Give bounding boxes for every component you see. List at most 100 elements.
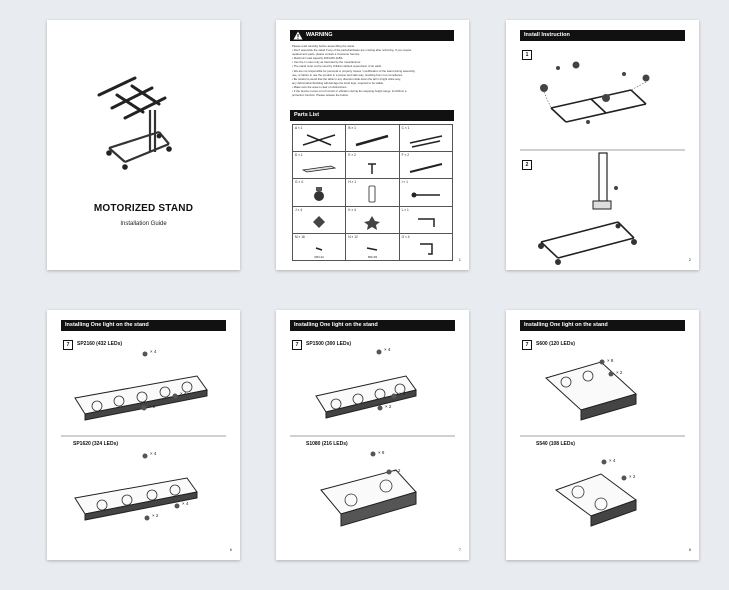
wrench-part-icon	[411, 192, 440, 198]
part-cell: B × 1	[346, 125, 400, 153]
part-caption: M6×25	[367, 255, 378, 259]
screw-quantity: × 2	[394, 468, 401, 473]
light-panel-diagram	[520, 359, 685, 527]
part-cell: I × 1	[399, 179, 453, 207]
cover-subtitle: Installation Guide	[120, 221, 167, 227]
parts-list-header: Parts List	[290, 110, 454, 121]
model-label: S540 (108 LEDs)	[536, 441, 575, 447]
model-label: SP1620 (324 LEDs)	[73, 441, 119, 447]
part-label: I × 1	[401, 180, 408, 185]
screw-quantity: × 4	[150, 451, 157, 456]
part-label: K × 4	[348, 207, 356, 212]
warning-header: WARNING	[290, 30, 454, 41]
light-install-page[interactable]: Installing One light on the stand 7 SP15…	[276, 310, 469, 560]
warning-line: replacement parts, please contact a Cust…	[292, 52, 361, 57]
part-cell: D × 1	[293, 152, 347, 180]
screw-quantity: × 4	[150, 349, 157, 354]
screw-quantity: × 4	[384, 347, 391, 352]
screw-quantity: × 4	[399, 391, 406, 396]
warning-line: use, or failure to use the product in a …	[292, 72, 404, 77]
part-cell: M × 16 M6×12	[293, 233, 347, 261]
part-label: A × 1	[295, 126, 303, 130]
screw-quantity: × 4	[180, 391, 187, 396]
warning-line: • Use the 1 motor only as intended by th…	[292, 60, 362, 65]
cover-title: MOTORIZED STAND	[93, 203, 194, 214]
warning-line: • Don't assemble the stand if any of the…	[292, 48, 412, 53]
star-knob-part-icon	[364, 215, 381, 230]
model-label: SP1500 (300 LEDs)	[306, 341, 352, 347]
part-label: D × 1	[295, 153, 303, 158]
step-number: 2	[522, 160, 532, 170]
screw-quantity: × 2	[616, 370, 623, 375]
caster-part-icon	[314, 187, 324, 202]
model-label: S1080 (216 LEDs)	[306, 441, 348, 447]
screw-quantity: × 2	[152, 513, 159, 518]
bar-part-icon	[355, 134, 389, 147]
install-instruction-page[interactable]: Install Instruction 1	[506, 20, 699, 270]
warning-line: Please read carefully before assembling …	[292, 44, 355, 48]
parts-grid: A × 1 B × 1 C × 1 D × 1 E × 2 F × 2 G × …	[292, 124, 453, 261]
part-label: B × 1	[348, 126, 356, 130]
screw-part-icon	[315, 247, 323, 251]
part-cell: G × 4	[293, 179, 347, 207]
step-number: 7	[292, 340, 302, 350]
motorized-stand-illustration	[97, 76, 172, 170]
part-cell: E × 2	[346, 152, 400, 180]
warning-line: • Be careful to avoid that the table in …	[292, 76, 401, 81]
part-cell: H × 1	[346, 179, 400, 207]
install-diagram	[520, 61, 685, 265]
warning-line: • We are not responsible for personal or…	[292, 68, 416, 73]
step-number: 7	[63, 340, 73, 350]
warning-heading: WARNING	[306, 32, 333, 38]
cover-page[interactable]: MOTORIZED STAND Installation Guide	[47, 20, 240, 270]
light-install-page[interactable]: Installing One light on the stand 7 SP21…	[47, 310, 240, 560]
part-cell: J × 4	[293, 206, 347, 234]
light-install-header: Installing One light on the stand	[290, 320, 455, 331]
knob-part-icon	[313, 215, 325, 228]
part-label: J × 4	[295, 207, 302, 212]
rail-part-icon	[409, 163, 442, 174]
part-label: L × 1	[401, 207, 409, 212]
light-install-header: Installing One light on the stand	[61, 320, 226, 331]
page-number: 8	[688, 547, 691, 552]
clip-part-icon	[368, 163, 377, 175]
part-cell: L × 1	[399, 206, 453, 234]
warning-line: • Make sure the area is clear of obstruc…	[292, 84, 348, 89]
screw-quantity: × 2	[629, 474, 636, 479]
screw-quantity: × 4	[609, 458, 616, 463]
page-number: 1	[458, 257, 461, 262]
remote-part-icon	[368, 185, 376, 203]
part-label: O × 4	[401, 234, 410, 239]
warning-line: • If the device moves out of control or …	[292, 89, 407, 94]
light-install-header: Installing One light on the stand	[520, 320, 685, 331]
hex-key-part-icon	[417, 217, 435, 227]
step-number: 7	[522, 340, 532, 350]
bracket-part-icon	[419, 243, 433, 255]
page-number: 6	[229, 547, 232, 552]
part-label: G × 4	[295, 180, 303, 185]
part-cell: K × 4	[346, 206, 400, 234]
frame-part-icon	[302, 134, 336, 146]
page-number: 2	[688, 257, 691, 262]
model-label: SP2160 (432 LEDs)	[77, 341, 123, 347]
part-cell: A × 1	[293, 125, 347, 153]
model-label: S600 (120 LEDs)	[536, 341, 575, 347]
screw-quantity: × 8	[607, 358, 614, 363]
long-screw-part-icon	[367, 247, 378, 251]
warning-parts-page[interactable]: WARNING Please read carefully before ass…	[276, 20, 469, 270]
part-cell: O × 4	[399, 233, 453, 261]
part-label: F × 2	[401, 153, 410, 158]
base-part-icon	[409, 135, 442, 148]
screw-quantity: × 2	[149, 404, 156, 409]
part-caption: M6×12	[314, 255, 324, 259]
install-header: Install Instruction	[520, 30, 685, 41]
warning-line: any deformation/buckling will damage the…	[292, 80, 384, 85]
light-install-page[interactable]: Installing One light on the stand 7 S600…	[506, 310, 699, 560]
screw-quantity: × 8	[378, 450, 385, 455]
warning-text: Please read carefully before assembling …	[292, 44, 454, 97]
part-label: E × 2	[348, 153, 356, 158]
plate-part-icon	[301, 165, 337, 173]
warning-line: protection function. Please release the …	[292, 93, 349, 98]
screw-quantity: × 2	[385, 404, 392, 409]
part-label: C × 1	[401, 126, 410, 130]
